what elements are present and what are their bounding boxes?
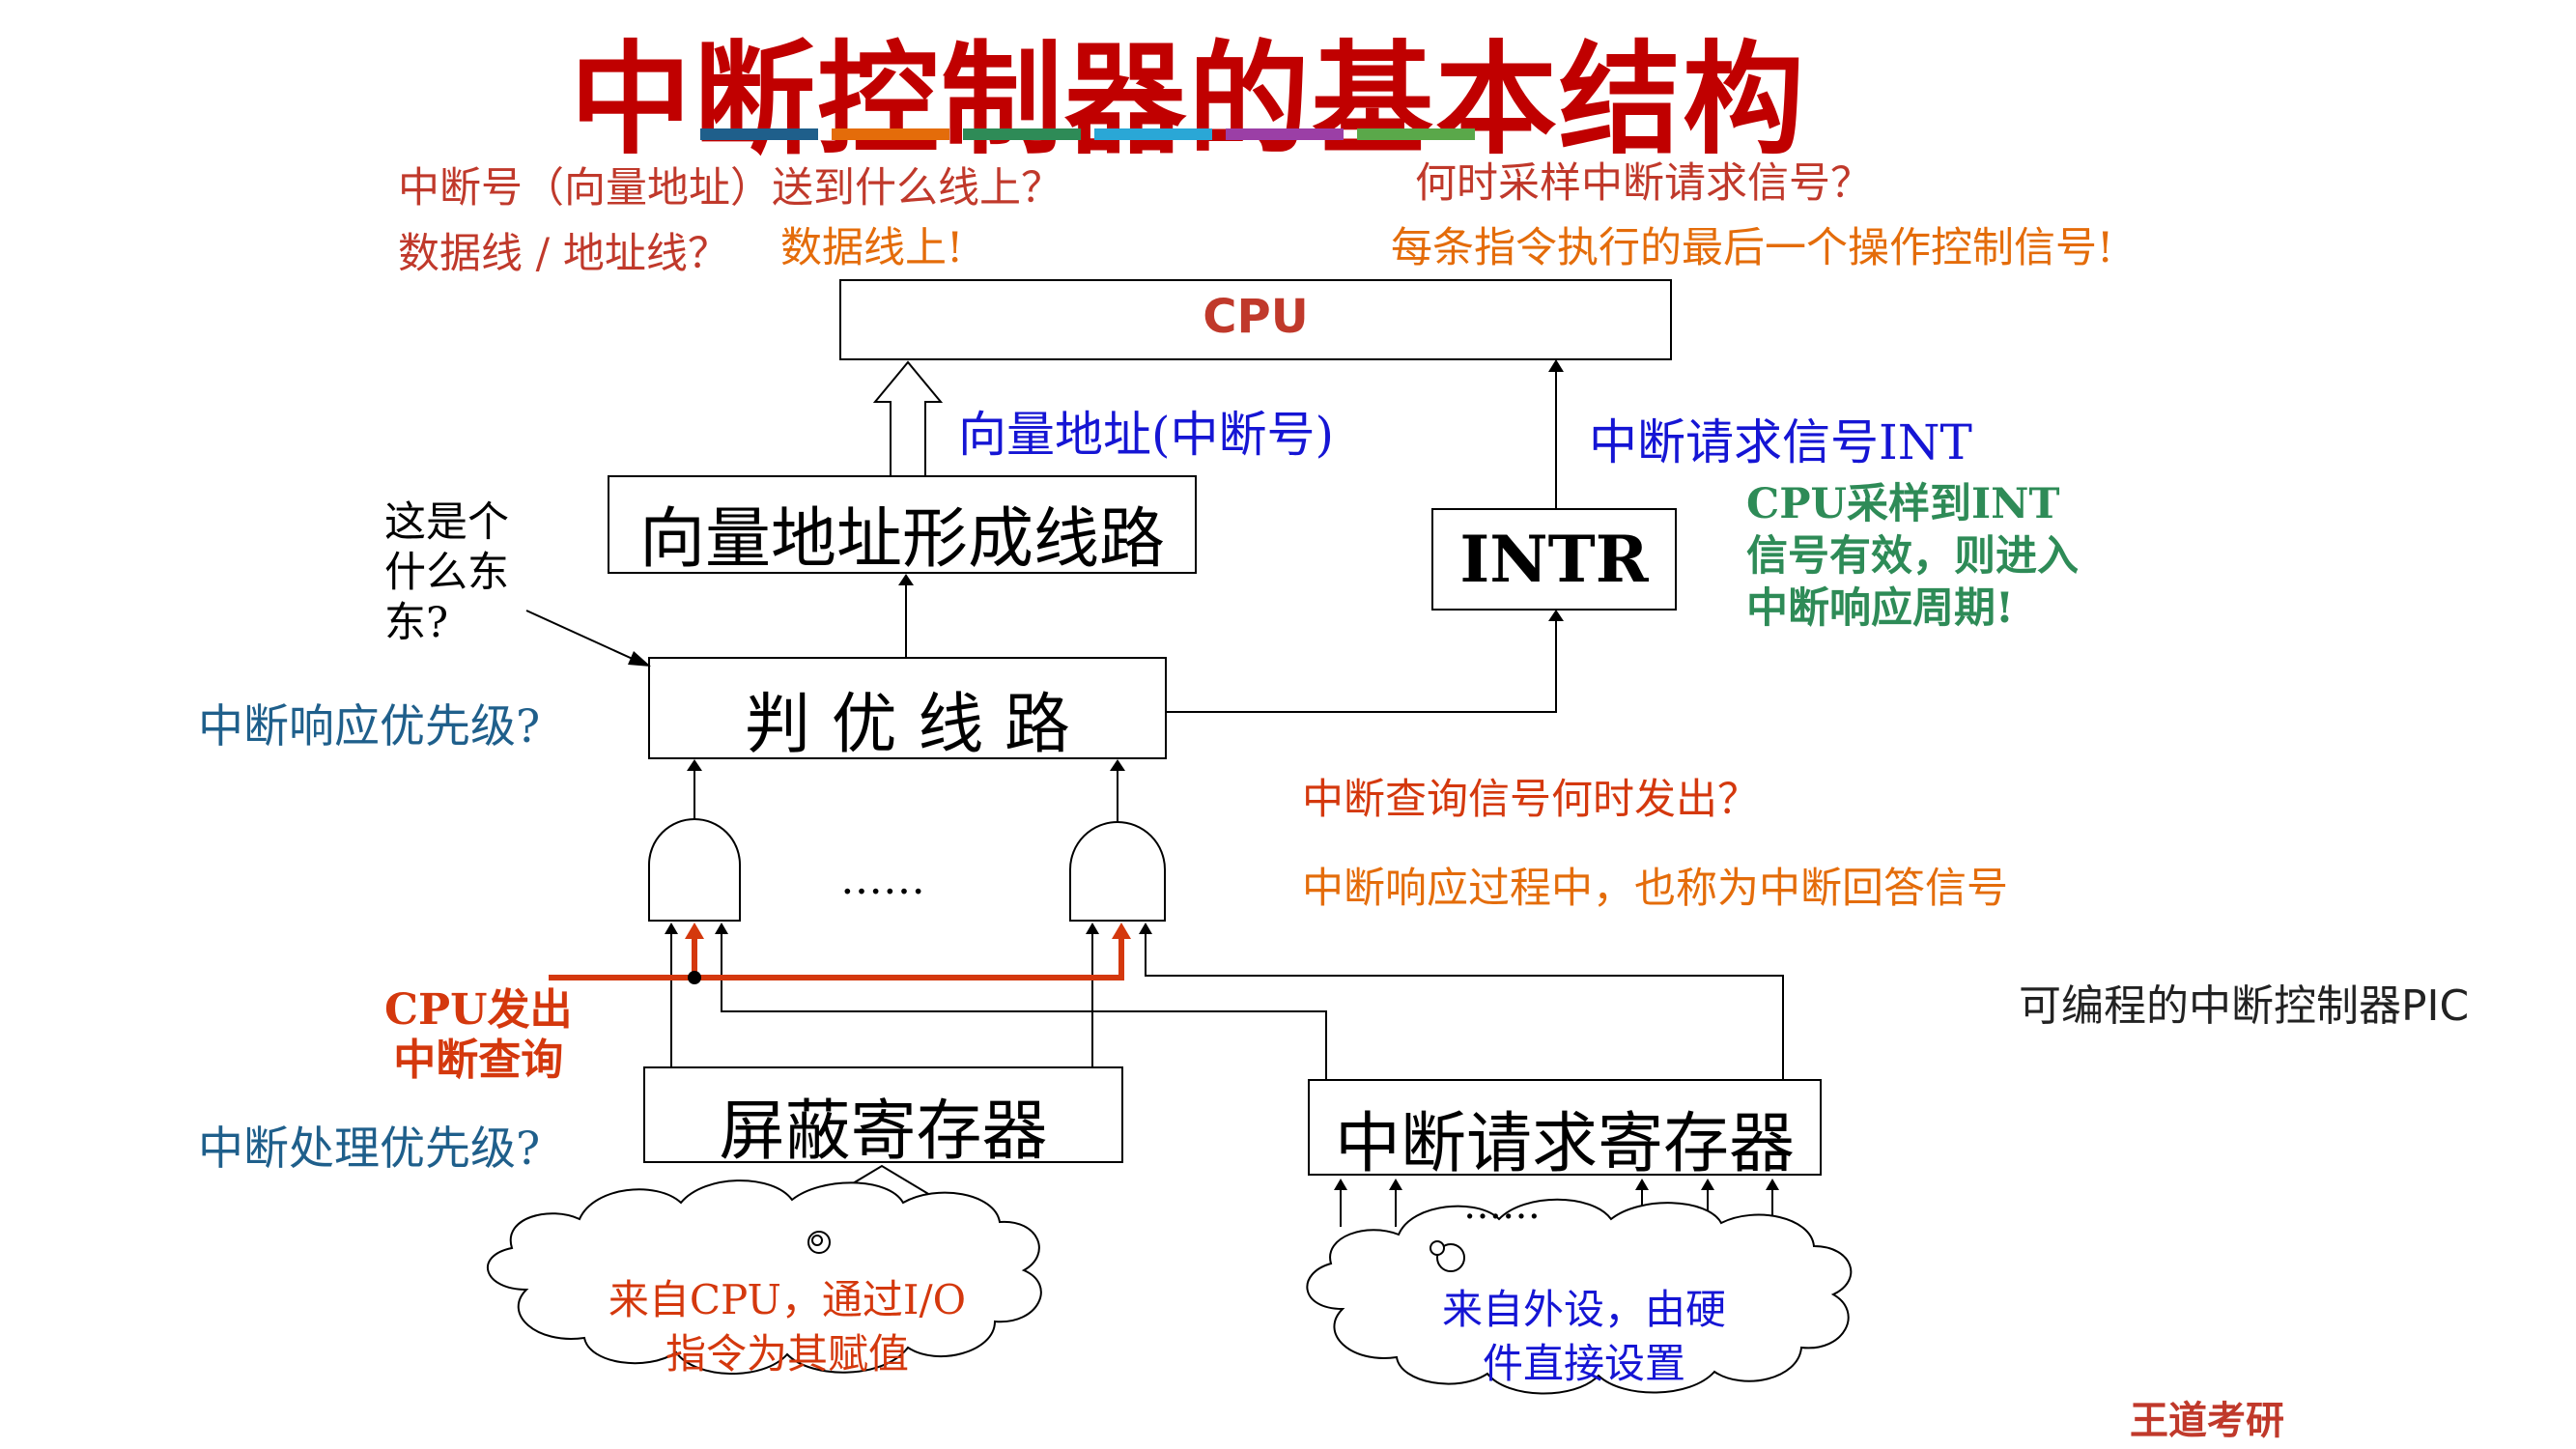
vector-address-label: 向量地址(中断号) [958,407,1335,463]
vector-circuit-label: 向量地址形成线路 [638,501,1165,578]
title-bar-6 [1357,128,1475,140]
brand-label: 王道考研 [2130,1398,2284,1443]
cloud-right-text: 来自外设，由硬 件直接设置 [1441,1286,1726,1387]
mask-register-box [643,1066,1123,1163]
intr-label: INTR [1459,522,1649,597]
response-priority-question: 中断响应优先级? [198,700,541,753]
and-gate-left [648,818,741,922]
question-when-sample: 何时采样中断请求信号？ [1415,159,1872,208]
pic-label: 可编程的中断控制器PIC [2019,981,2470,1031]
intr-box [1431,508,1677,611]
slide-title: 中断控制器的基本结构 [570,28,1806,171]
mask-register-label: 屏蔽寄存器 [719,1094,1048,1170]
question-data-or-address: 数据线 / 地址线？ [398,230,729,278]
request-register-box [1308,1079,1822,1176]
answer-sample-time: 每条指令执行的最后一个操作控制信号! [1391,224,2114,272]
request-input-arrowhead-1 [1334,1179,1347,1190]
query-signal-line [549,927,1124,980]
request-input-arrowhead-2 [1389,1179,1402,1190]
cloud-left [486,1179,1042,1375]
title-bar-1 [700,128,818,140]
request-register-label: 中断请求寄存器 [1334,1106,1795,1182]
answer-data-line: 数据线上! [780,224,964,272]
vector-circuit-box [608,475,1197,574]
title-bar-5 [1226,128,1344,140]
request-input-arrowhead-3 [1635,1179,1649,1190]
gates-ellipsis: …… [840,855,925,904]
request-input-arrowhead-4 [1701,1179,1714,1190]
title-bar-4 [1094,128,1212,140]
title-bar-3 [963,128,1081,140]
title-bar-2 [832,128,949,140]
int-signal-label: 中断请求信号INT [1589,414,1972,470]
what-is-this-note: 这是个 什么东 东? [384,498,509,647]
processing-priority-question: 中断处理优先级? [198,1122,541,1176]
query-when-answer: 中断响应过程中，也称为中断回答信号 [1302,865,2008,913]
cpu-query-label: CPU发出 中断查询 [384,985,573,1085]
cpu-label: CPU [1203,290,1309,344]
vector-hollow-arrow [872,360,944,477]
cloud-left-text: 来自CPU，通过I/O 指令为其赋值 [608,1276,967,1378]
question-vector-line: 中断号（向量地址）送到什么线上？ [398,164,1062,213]
cpu-box [839,279,1672,360]
priority-circuit-box [648,657,1167,759]
and-gate-right [1069,821,1166,922]
query-when-question: 中断查询信号何时发出？ [1302,776,1759,824]
title-underline-bars [700,128,1475,140]
inputs-ellipsis: …… [1463,1183,1541,1228]
cpu-sample-note: CPU采样到INT信号有效，则进入中断响应周期! [1746,480,2079,633]
request-input-arrowhead-5 [1766,1179,1779,1190]
priority-circuit-label: 判 优 线 路 [745,687,1070,763]
